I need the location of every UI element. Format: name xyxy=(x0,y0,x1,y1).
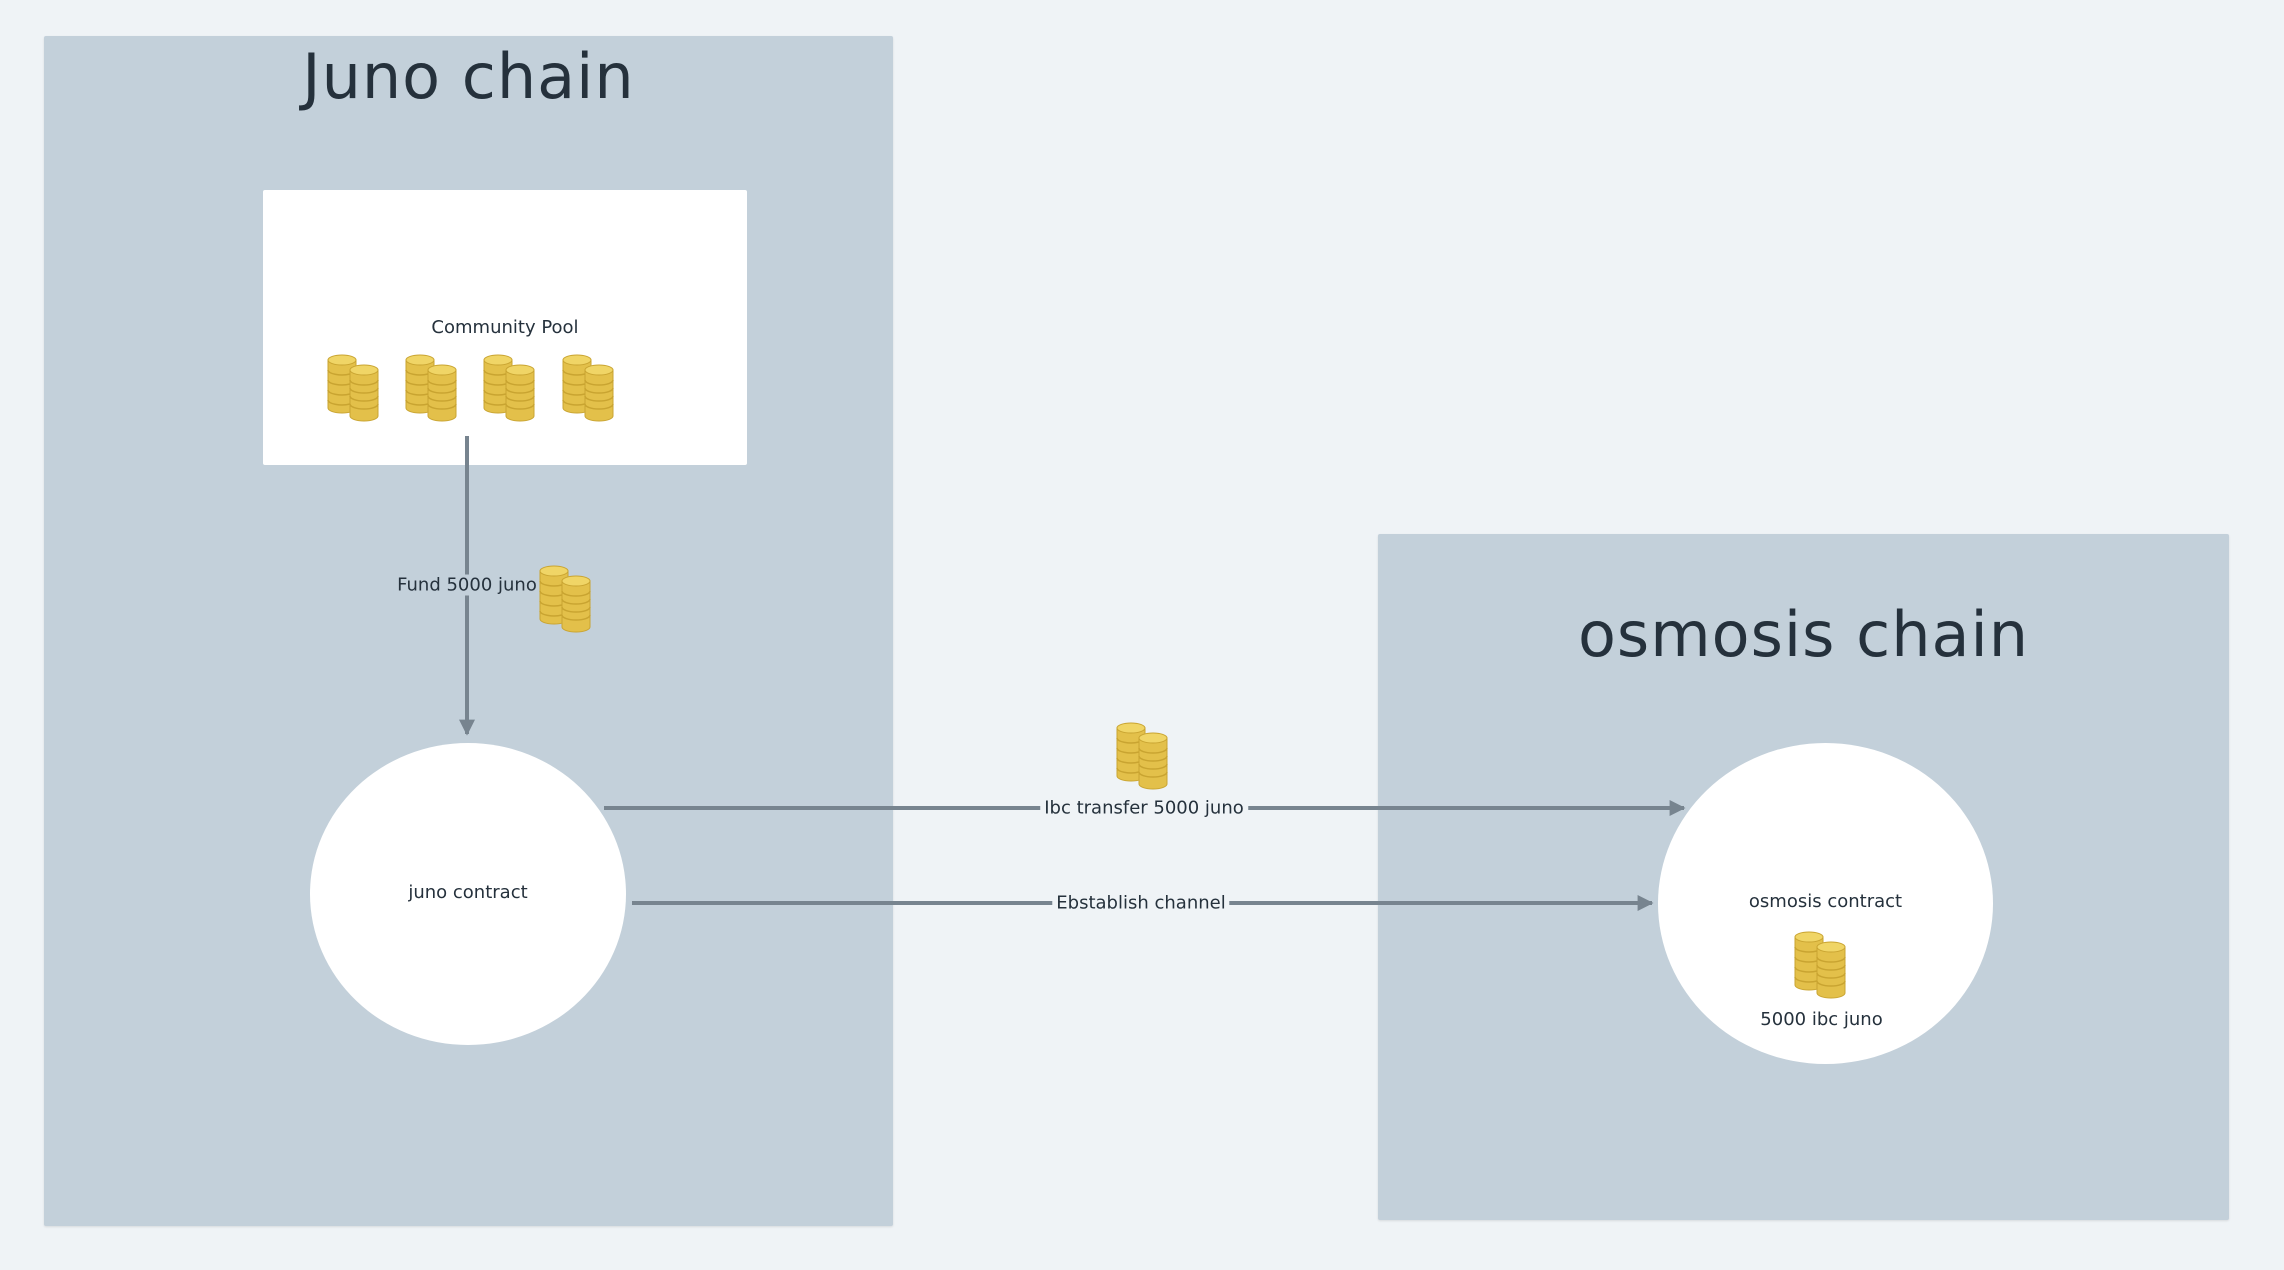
osmosis-balance-label: 5000 ibc juno xyxy=(1760,1009,1883,1030)
juno-chain-title: Juno chain xyxy=(302,40,635,113)
ibc-transfer-edge-label: Ibc transfer 5000 juno xyxy=(1040,797,1248,819)
coin-stack-icon xyxy=(538,563,594,639)
osmosis-contract-label: osmosis contract xyxy=(1748,891,1903,912)
coin-stack-icon xyxy=(561,352,617,428)
coin-stack-icon xyxy=(404,352,460,428)
community-pool-card: Community Pool xyxy=(263,190,747,465)
juno-contract-label: juno contract xyxy=(408,882,528,903)
coin-stack-icon xyxy=(326,352,382,428)
fund-edge-label: Fund 5000 juno xyxy=(393,574,541,596)
community-pool-label: Community Pool xyxy=(431,317,579,338)
coin-stack-icon xyxy=(482,352,538,428)
osmosis-contract-node: osmosis contract 5000 ibc juno xyxy=(1658,743,1993,1064)
coin-stack-icon xyxy=(1115,720,1171,796)
osmosis-chain-title: osmosis chain xyxy=(1578,598,2029,671)
establish-channel-edge-label: Ebstablish channel xyxy=(1052,892,1230,914)
coin-stack-icon xyxy=(1793,929,1849,1005)
juno-contract-node: juno contract xyxy=(310,743,626,1045)
